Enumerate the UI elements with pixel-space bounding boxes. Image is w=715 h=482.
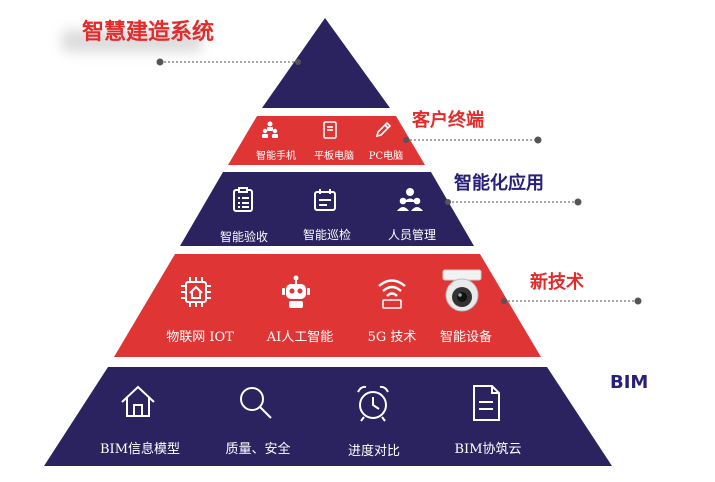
item-label: BIM信息模型 bbox=[100, 442, 180, 457]
item-label: 平板电脑 bbox=[314, 151, 354, 162]
tier-apex bbox=[262, 18, 390, 108]
item-label: PC电脑 bbox=[368, 151, 404, 162]
document-icon bbox=[468, 382, 504, 424]
item-label: 智能设备 bbox=[439, 330, 493, 345]
calendar-icon bbox=[311, 186, 339, 214]
camera-icon bbox=[439, 268, 485, 312]
tier-label-client: 客户终端 bbox=[412, 110, 484, 131]
item-label: 智能手机 bbox=[256, 151, 296, 162]
checklist-icon bbox=[229, 186, 257, 214]
item-label: 人员管理 bbox=[387, 228, 437, 242]
connector-dot bbox=[156, 58, 164, 66]
connector-dot bbox=[445, 199, 451, 205]
item-label: 质量、安全 bbox=[225, 442, 291, 457]
pen-icon bbox=[373, 120, 393, 140]
alarm-clock-icon bbox=[353, 382, 393, 424]
item-label: 智能巡检 bbox=[302, 228, 352, 242]
pyramid-title: 智慧建造系统 bbox=[82, 20, 215, 45]
tablet-icon bbox=[320, 120, 340, 140]
connector-dot bbox=[574, 198, 582, 206]
team-icon bbox=[395, 186, 425, 214]
item-label: 智能验收 bbox=[219, 230, 269, 244]
house-icon bbox=[118, 382, 158, 422]
item-label: 物联网 IOT bbox=[166, 330, 234, 345]
tier-label-smart-app: 智能化应用 bbox=[454, 173, 544, 194]
tier-bim bbox=[44, 367, 612, 466]
magnifier-icon bbox=[236, 383, 276, 423]
connector-dot bbox=[295, 59, 301, 65]
robot-icon bbox=[279, 274, 313, 310]
tier-client bbox=[228, 116, 425, 165]
tier-label-bim: BIM bbox=[610, 372, 649, 393]
tier-label-new-tech: 新技术 bbox=[530, 272, 584, 293]
item-label: 进度对比 bbox=[347, 444, 401, 459]
item-label: BIM协筑云 bbox=[454, 442, 522, 457]
connector-dot bbox=[634, 297, 642, 305]
item-label: 5G 技术 bbox=[367, 330, 417, 345]
chip-house-icon bbox=[178, 274, 214, 310]
item-label: AI人工智能 bbox=[266, 330, 334, 345]
connector-dot bbox=[534, 136, 542, 144]
wifi-icon bbox=[375, 274, 409, 310]
blurred-shadow bbox=[62, 30, 202, 52]
people-icon bbox=[260, 120, 280, 140]
connector-dot bbox=[501, 298, 507, 304]
tier-new-tech bbox=[114, 254, 541, 357]
connector-dot bbox=[403, 137, 409, 143]
